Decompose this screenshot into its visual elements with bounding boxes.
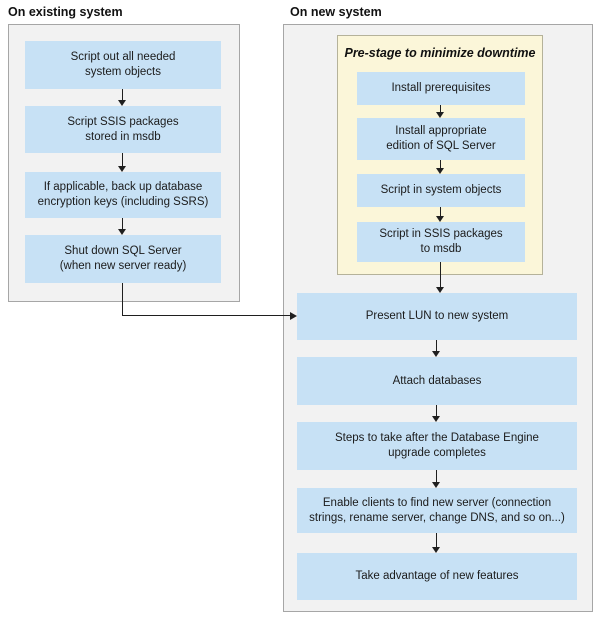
arrow-down-icon [118, 229, 126, 235]
arrow-right-icon [290, 312, 297, 320]
existing-system-title: On existing system [8, 5, 123, 19]
step-attach-databases: Attach databases [297, 357, 577, 405]
arrow-down-icon [122, 89, 123, 100]
step-backup-encryption-keys: If applicable, back up database encrypti… [25, 172, 221, 218]
arrow-down-icon [436, 405, 437, 416]
arrow-down-icon [118, 100, 126, 106]
arrow-down-icon [440, 207, 441, 216]
step-shut-down-sql-server: Shut down SQL Server (when new server re… [25, 235, 221, 283]
arrow-down-icon [432, 351, 440, 357]
step-enable-clients: Enable clients to find new server (conne… [297, 488, 577, 533]
step-install-sql-server-edition: Install appropriate edition of SQL Serve… [357, 118, 525, 160]
new-system-title: On new system [290, 5, 382, 19]
arrow-down-icon [436, 340, 437, 351]
arrow-down-icon [436, 216, 444, 222]
arrow-down-icon [118, 166, 126, 172]
step-script-in-ssis-packages: Script in SSIS packages to msdb [357, 222, 525, 262]
step-script-out-system-objects: Script out all needed system objects [25, 41, 221, 89]
step-install-prerequisites: Install prerequisites [357, 72, 525, 105]
arrow-down-icon [122, 153, 123, 166]
step-script-in-system-objects: Script in system objects [357, 174, 525, 207]
arrow-down-icon [436, 287, 444, 293]
arrow-down-icon [440, 105, 441, 112]
prestage-title: Pre-stage to minimize downtime [344, 46, 536, 60]
arrow-down-icon [436, 533, 437, 547]
arrow-down-icon [440, 262, 441, 287]
arrow-down-icon [432, 416, 440, 422]
elbow-connector-vertical [122, 283, 123, 316]
step-script-ssis-packages: Script SSIS packages stored in msdb [25, 106, 221, 153]
arrow-down-icon [436, 112, 444, 118]
arrow-down-icon [436, 470, 437, 482]
step-present-lun: Present LUN to new system [297, 293, 577, 340]
step-take-advantage-new-features: Take advantage of new features [297, 553, 577, 600]
arrow-down-icon [436, 168, 444, 174]
arrow-down-icon [122, 218, 123, 229]
step-after-upgrade-completes: Steps to take after the Database Engine … [297, 422, 577, 470]
elbow-connector-horizontal [122, 315, 290, 316]
arrow-down-icon [440, 160, 441, 168]
arrow-down-icon [432, 482, 440, 488]
arrow-down-icon [432, 547, 440, 553]
